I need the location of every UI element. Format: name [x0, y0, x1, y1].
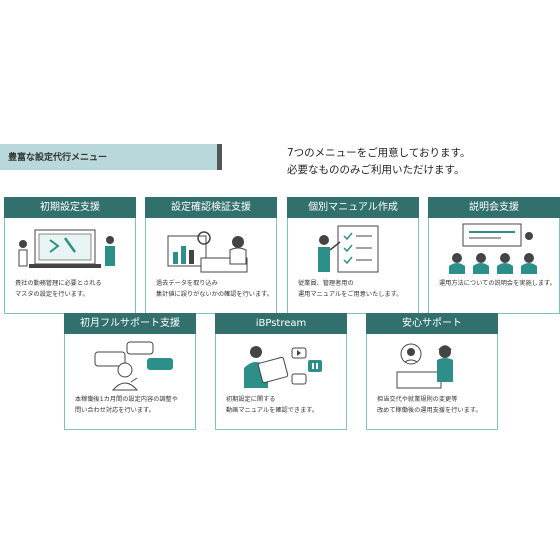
card-description: 従業員、管理者用の 運用マニュアルをご用意いたします。 — [298, 280, 403, 298]
card-description: 本稼働後1カ月間の設定内容の調整や 問い合わせ対応を行います。 — [75, 396, 178, 414]
video-illustration-icon — [244, 346, 322, 388]
intro-line-1: 7つのメニューをご用意しております。 — [287, 147, 471, 159]
card-title: iBPstream — [215, 313, 347, 334]
card-verification[interactable]: 設定確認検証支援 過去データを取り込み 集計値に誤りがないかの確認を行います。 — [145, 197, 277, 314]
card-description: 貴社の勤務管理に必要とされる マスタの設定を行います。 — [15, 280, 102, 298]
card-reassurance-support[interactable]: 安心サポート 担当交代や就業規則の変更等 改めて稼働後の運用支援を行います。 — [366, 313, 498, 430]
support-illustration-icon — [94, 341, 173, 391]
card-description: 運用方法についての説明会を実施します。 — [439, 280, 556, 287]
intro-line-2: 必要なもののみご利用いただけます。 — [287, 164, 465, 176]
card-title: 個別マニュアル作成 — [287, 197, 419, 218]
header-accent-bar — [217, 144, 222, 170]
card-first-month-support[interactable]: 初月フルサポート支援 本稼働後1カ月間の設定内容の調整や 問い合わせ対応を行いま… — [64, 313, 196, 430]
intro-text: 7つのメニューをご用意しております。 必要なもののみご利用いただけます。 — [287, 145, 471, 179]
operator-illustration-icon — [396, 343, 453, 389]
card-title: 設定確認検証支援 — [145, 197, 277, 218]
setup-illustration-icon — [18, 229, 115, 268]
card-title: 初期設定支援 — [4, 197, 136, 218]
card-title: 初月フルサポート支援 — [64, 313, 196, 334]
seminar-illustration-icon — [449, 223, 537, 274]
card-title: 安心サポート — [366, 313, 498, 334]
card-description: 過去データを取り込み 集計値に誤りがないかの確認を行います。 — [156, 280, 273, 298]
card-ibpstream[interactable]: iBPstream 初期設定に関する 動画マニュアルを確認できます。 — [215, 313, 347, 430]
card-title: 説明会支援 — [428, 197, 560, 218]
card-initial-setup[interactable]: 初期設定支援 貴社の勤務管理に必要とされる マスタの設定を行います。 — [4, 197, 136, 314]
manual-illustration-icon — [318, 225, 379, 273]
card-description: 担当交代や就業規則の変更等 改めて稼働後の運用支援を行います。 — [377, 396, 482, 414]
section-header: 豊富な設定代行メニュー — [0, 144, 222, 170]
card-description: 初期設定に関する 動画マニュアルを確認できます。 — [226, 396, 319, 414]
card-briefing[interactable]: 説明会支援 運用方法についての説明会を実施します。 — [428, 197, 560, 314]
analysis-illustration-icon — [167, 231, 248, 273]
card-manual[interactable]: 個別マニュアル作成 従業員、管理者用の 運用マニュアルをご用意いたします。 — [287, 197, 419, 314]
section-title: 豊富な設定代行メニュー — [8, 153, 108, 163]
